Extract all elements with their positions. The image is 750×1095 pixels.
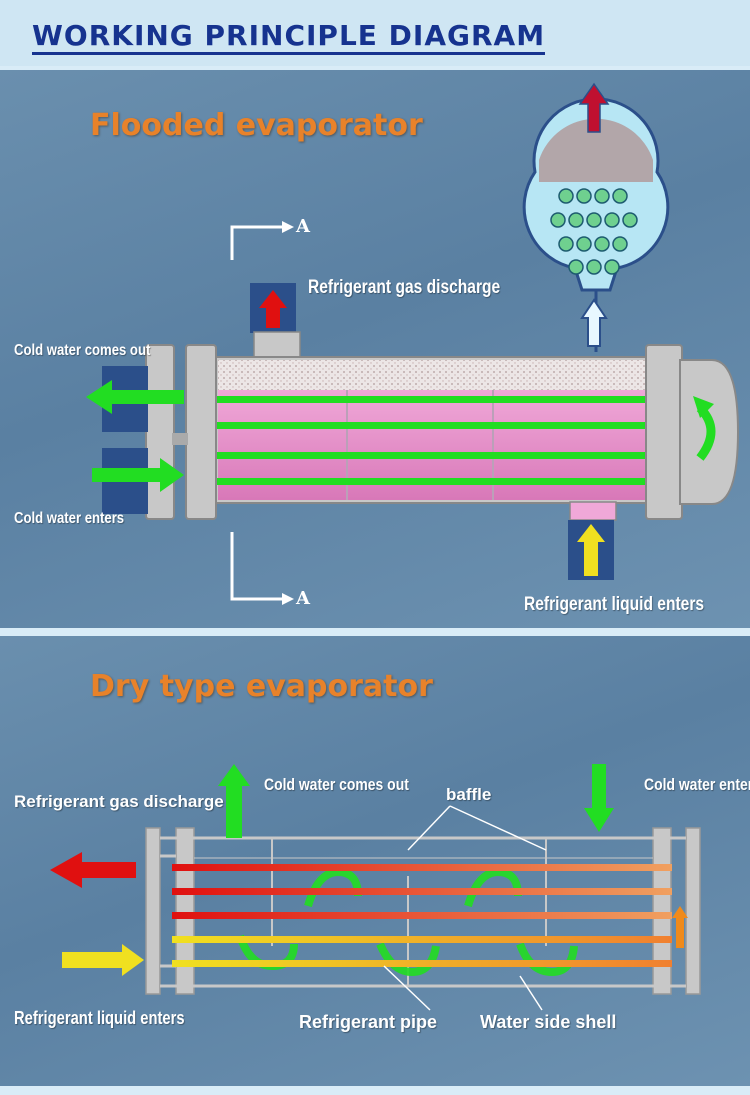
cross-section-liquid-arrow: [580, 298, 608, 347]
refrigerant-pipes: [172, 864, 672, 967]
dry-evaporator-panel: Dry type evaporator: [0, 636, 750, 1086]
cross-section-gas-arrow: [578, 82, 610, 133]
dry-gas-discharge-label: Refrigerant gas discharge: [14, 792, 224, 811]
page-title: WORKING PRINCIPLE DIAGRAM: [32, 20, 546, 55]
water-tubes: [186, 396, 682, 485]
dry-right-tube-sheet-outer: [685, 827, 701, 995]
flooded-liquid-in-label: Refrigerant liquid enters: [524, 594, 705, 615]
leader-lines: [383, 805, 547, 1011]
flooded-cold-out-label: Cold water comes out: [14, 342, 151, 359]
bottom-strip: [0, 1086, 750, 1095]
dry-shell-label: Water side shell: [480, 1012, 617, 1032]
flooded-title: Flooded evaporator: [90, 108, 423, 143]
right-tube-sheet: [645, 344, 683, 520]
dry-right-tube-sheet-inner: [652, 827, 672, 995]
dry-cold-in-label: Cold water enters: [644, 775, 750, 794]
section-arrow-top: [282, 221, 294, 233]
dry-left-tube-sheet-inner: [175, 827, 195, 995]
dry-pipe-label: Refrigerant pipe: [299, 1012, 438, 1032]
dry-baffle-label: baffle: [446, 785, 492, 804]
flooded-diagram: [86, 82, 740, 605]
section-mark-top: A: [296, 216, 310, 237]
dry-liquid-in-arrow: [62, 944, 144, 976]
left-tube-sheet-inner: [185, 344, 217, 520]
flooded-gas-discharge-label: Refrigerant gas discharge: [308, 277, 501, 298]
dry-cold-out-label: Cold water comes out: [264, 775, 409, 794]
dry-cold-water-out-arrow: [218, 764, 250, 838]
vapour-space: [218, 360, 646, 390]
dry-left-tube-sheet-outer: [145, 827, 161, 995]
dry-gas-discharge-arrow: [50, 852, 136, 888]
dry-diagram: [50, 764, 701, 1011]
flooded-cold-in-label: Cold water enters: [14, 510, 125, 527]
cross-section-vapour: [539, 118, 653, 182]
flooded-evaporator-panel: Flooded evaporator: [0, 70, 750, 628]
header-bar: WORKING PRINCIPLE DIAGRAM: [0, 0, 750, 66]
cold-water-in-arrow: [92, 458, 184, 492]
liquid-inlet-arrow: [577, 524, 605, 576]
cross-section-tubes: [550, 188, 638, 275]
section-arrow-bottom: [282, 593, 294, 605]
dry-return-arrow: [672, 906, 688, 948]
left-partition: [172, 433, 188, 445]
dry-liquid-in-label: Refrigerant liquid enters: [14, 1008, 185, 1028]
gas-discharge-arrow: [259, 290, 287, 328]
section-line-top: [230, 225, 282, 260]
dry-cold-water-in-arrow: [584, 764, 614, 832]
dry-title: Dry type evaporator: [90, 669, 433, 704]
liquid-inlet-nozzle: [569, 501, 617, 521]
cold-water-out-arrow: [86, 380, 184, 414]
section-line-bottom: [230, 532, 282, 601]
section-mark-bottom: A: [296, 588, 310, 609]
left-tube-sheet-outer: [145, 344, 175, 520]
